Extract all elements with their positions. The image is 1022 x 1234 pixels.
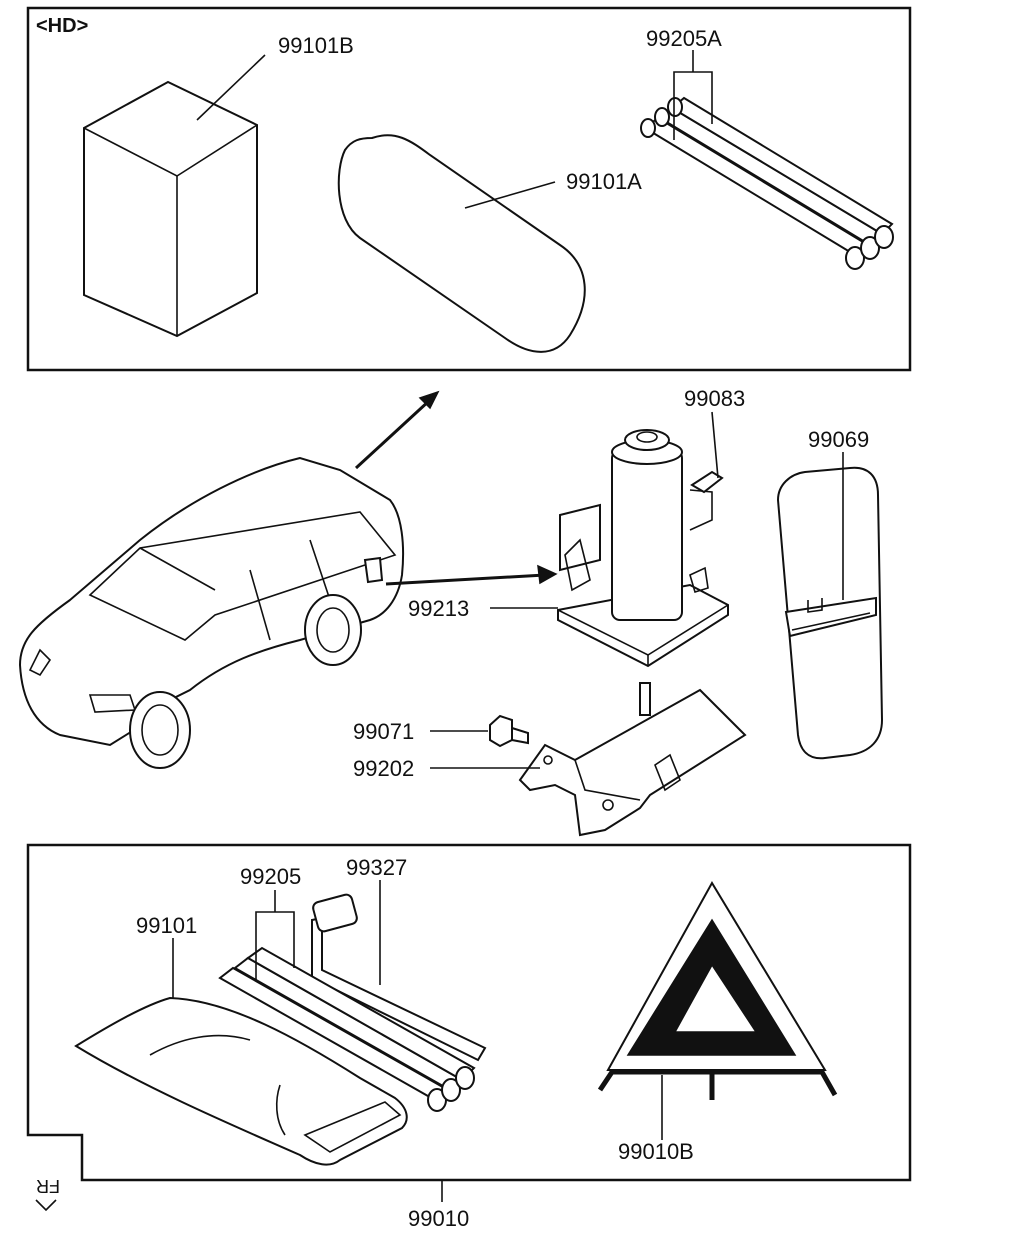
warning-triangle-icon <box>597 881 838 1100</box>
label-99205A: 99205A <box>646 26 722 51</box>
jack-location-icon <box>363 556 384 584</box>
tool-roll-icon <box>74 996 408 1166</box>
front-direction-mark: FR <box>36 1176 60 1196</box>
label-99205: 99205 <box>240 864 301 889</box>
jack-bracket-icon <box>518 682 747 837</box>
label-99202: 99202 <box>353 756 414 781</box>
arrow-to-hd-icon <box>354 390 440 470</box>
arrow-to-jack-icon <box>385 564 558 586</box>
hd-panel-frame <box>26 6 912 372</box>
bolt-icon <box>489 714 529 748</box>
label-99101A: 99101A <box>566 169 642 194</box>
leader-99083 <box>711 411 719 479</box>
car-icon <box>18 456 405 769</box>
hd-label: <HD> <box>36 15 88 37</box>
jack-cover-icon <box>776 466 884 760</box>
standard-kit-panel: 99101 99327 99205 99010B <box>26 843 912 1182</box>
handle-bars-icon <box>640 96 894 270</box>
leader-99101A <box>464 181 556 209</box>
label-99010: 99010 <box>408 1206 469 1231</box>
label-99069: 99069 <box>808 427 869 452</box>
label-99327: 99327 <box>346 855 407 880</box>
tool-bag-icon <box>337 134 586 353</box>
label-99083: 99083 <box>684 386 745 411</box>
bottle-jack-icon <box>557 429 729 668</box>
label-99101: 99101 <box>136 913 197 938</box>
standard-panel-frame <box>26 843 912 1182</box>
label-99101B: 99101B <box>278 33 354 58</box>
leader-99101B <box>196 54 266 121</box>
fr-arrow-icon <box>35 1199 57 1212</box>
label-99010B: 99010B <box>618 1139 694 1164</box>
storage-box-icon <box>83 80 258 338</box>
label-99071: 99071 <box>353 719 414 744</box>
fr-mark-text: FR <box>36 1176 60 1196</box>
label-99213: 99213 <box>408 596 469 621</box>
handle-bars-lower-icon <box>218 946 476 1112</box>
hd-kit-panel: <HD> 99101B 99101A 99205A <box>26 6 912 372</box>
